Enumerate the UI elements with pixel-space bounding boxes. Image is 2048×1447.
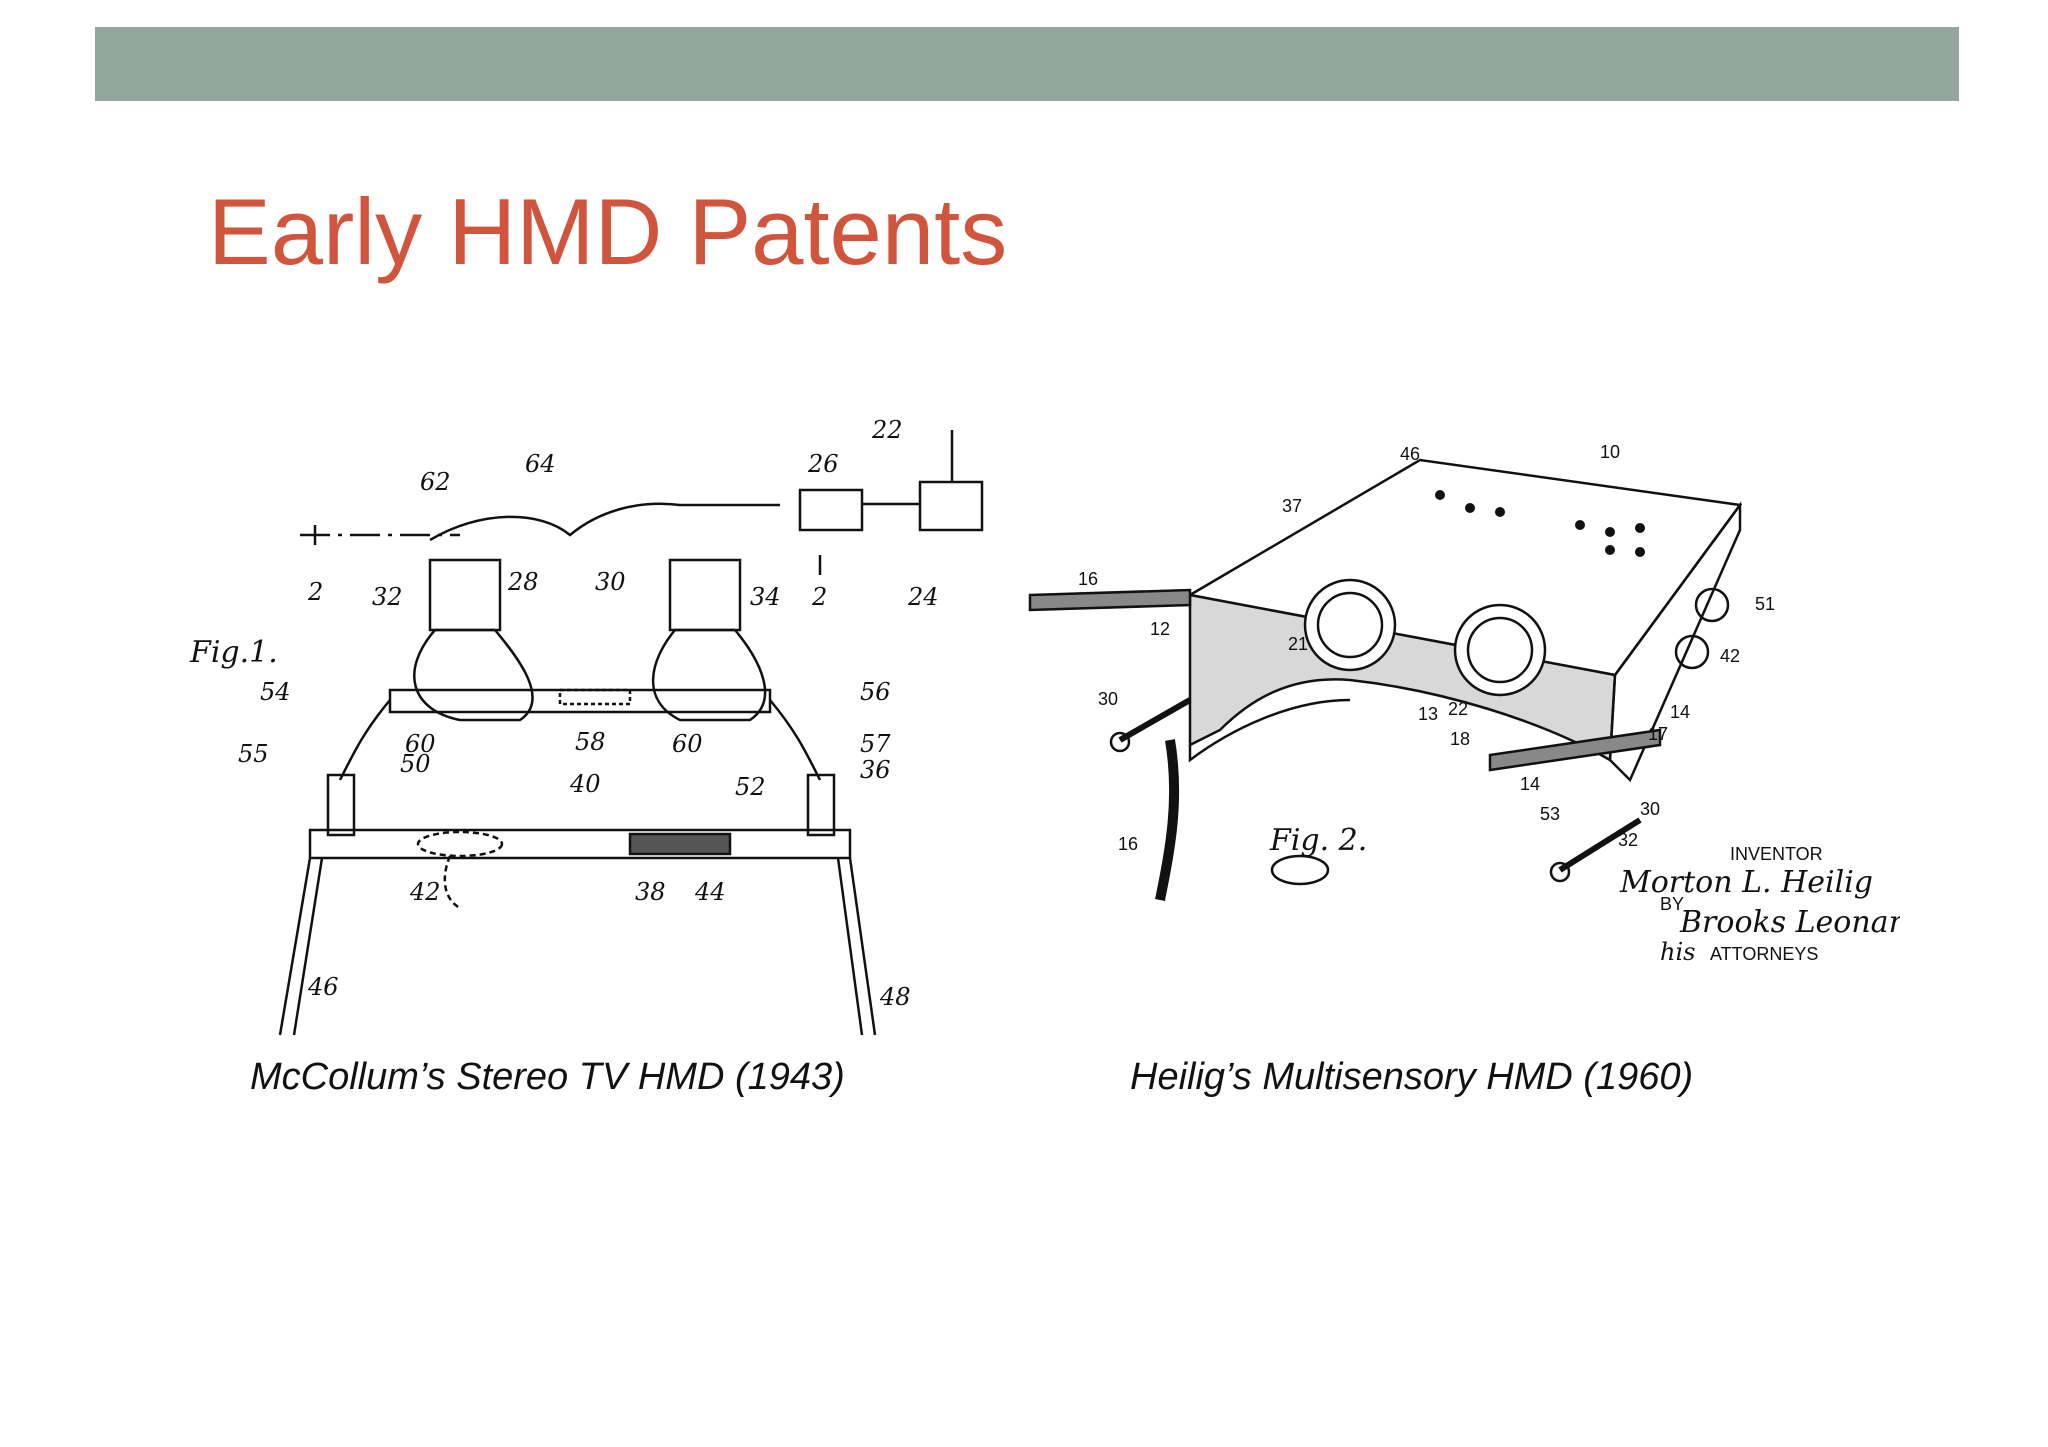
fig-label: Fig.1. [189, 635, 278, 670]
drawing-label: 2 [811, 583, 827, 611]
drawing-label: 46 [1400, 444, 1420, 464]
drawing-label: 60 [405, 730, 436, 758]
drawing-label: 57 [860, 730, 891, 758]
drawing-label: 14 [1520, 774, 1540, 794]
drawing-label: 16 [1078, 569, 1098, 589]
drawing-label: 56 [860, 678, 891, 706]
fig-label: Fig. 2. [1269, 823, 1367, 858]
drawing-label: 32 [1618, 830, 1638, 850]
drawing-label: 30 [595, 568, 626, 596]
mccollum-patent-drawing: 22 62 64 26 2 28 30 32 34 2 24 Fig.1. 54… [160, 400, 1040, 1040]
drawing-label: 14 [1670, 702, 1690, 722]
drawing-label: 30 [1098, 689, 1118, 709]
drawing-label: 38 [635, 878, 666, 906]
drawing-label: 17 [1648, 724, 1668, 744]
drawing-label: 58 [575, 728, 606, 756]
attorneys-label: ATTORNEYS [1710, 944, 1818, 964]
drawing-label: 28 [507, 568, 539, 596]
drawing-label: 10 [1600, 442, 1620, 462]
drawing-label: 22 [1448, 699, 1468, 719]
drawing-label: 32 [372, 583, 403, 611]
drawing-label: 36 [860, 756, 891, 784]
heilig-patent-drawing: 46 10 37 16 51 42 12 21 30 13 22 14 17 1… [1020, 400, 1900, 1040]
drawing-label: 34 [750, 583, 781, 611]
drawing-label: 12 [1150, 619, 1170, 639]
drawing-label: 64 [525, 450, 556, 478]
drawing-label: 16 [1118, 834, 1138, 854]
drawing-label: 13 [1418, 704, 1438, 724]
inventor-signature: Morton L. Heilig [1619, 865, 1873, 900]
figure-caption-heilig: Heilig’s Multisensory HMD (1960) [1130, 1056, 1694, 1098]
drawing-label: 62 [420, 468, 451, 496]
drawing-label: 51 [1755, 594, 1775, 614]
drawing-label: 42 [409, 878, 441, 906]
drawing-label: 2 [307, 578, 323, 606]
drawing-label: 53 [1540, 804, 1560, 824]
attorney-signature: Brooks Leonard [1679, 905, 1900, 940]
drawing-label: 37 [1282, 496, 1302, 516]
drawing-label: 48 [879, 983, 911, 1011]
drawing-label: 24 [907, 583, 939, 611]
drawing-label: 30 [1640, 799, 1660, 819]
drawing-label: 42 [1720, 646, 1740, 666]
drawing-label: 40 [569, 770, 601, 798]
slide-title: Early HMD Patents [208, 179, 1008, 284]
inventor-label: INVENTOR [1730, 844, 1823, 864]
drawing-label: 52 [735, 773, 766, 801]
figure-caption-mccollum: McCollum’s Stereo TV HMD (1943) [250, 1056, 845, 1098]
drawing-label: 46 [307, 973, 339, 1001]
by-label: BY [1660, 894, 1684, 914]
accent-bar [95, 27, 1959, 101]
his-label: his [1660, 938, 1695, 966]
drawing-label: 50 [400, 750, 431, 778]
drawing-label: 44 [694, 878, 726, 906]
drawing-label: 22 [871, 416, 903, 444]
drawing-label: 18 [1450, 729, 1470, 749]
drawing-label: 21 [1288, 634, 1308, 654]
drawing-label: 55 [238, 740, 269, 768]
drawing-label: 54 [260, 678, 291, 706]
drawing-label: 60 [672, 730, 703, 758]
drawing-label: 26 [807, 450, 839, 478]
